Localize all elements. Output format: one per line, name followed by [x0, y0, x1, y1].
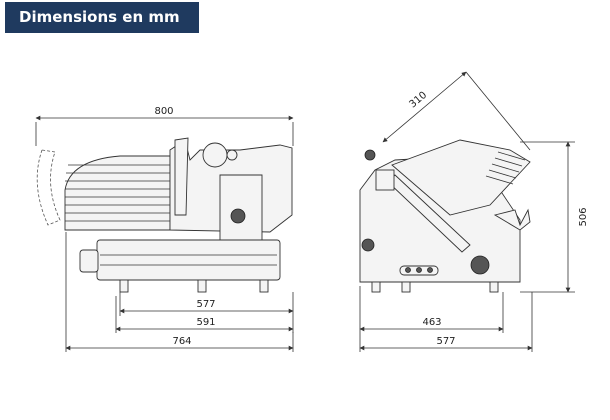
knob-top — [226, 149, 238, 161]
front-dimensions: 800 577 591 764 — [35, 106, 294, 352]
foot — [489, 281, 499, 293]
dim-591: 591 — [196, 317, 215, 328]
foot — [259, 279, 269, 293]
switch-button — [416, 267, 422, 273]
blade-cover — [202, 142, 228, 168]
side-knob — [375, 169, 395, 191]
dim-577-front: 577 — [196, 299, 215, 310]
page-title: Dimensions en mm — [5, 2, 199, 33]
side-body — [359, 139, 531, 293]
handle-ghost — [36, 149, 61, 226]
front-base — [79, 239, 281, 293]
foot — [119, 279, 129, 293]
dim-764: 764 — [172, 336, 191, 347]
foot — [197, 279, 207, 293]
foot — [401, 281, 411, 293]
dim-310: 310 — [408, 90, 430, 111]
gauge-plate — [174, 137, 189, 216]
sharpener — [493, 208, 531, 231]
front-motor — [64, 155, 171, 231]
switch-button — [405, 267, 411, 273]
top-knob — [364, 149, 376, 161]
thickness-knob — [230, 208, 246, 224]
side-view: 310 506 463 577 — [359, 71, 589, 352]
handle-left — [79, 249, 99, 273]
front-view: 800 577 591 764 — [35, 106, 294, 352]
thickness-dial — [470, 255, 490, 275]
foot — [371, 281, 381, 293]
dim-506: 506 — [578, 207, 589, 226]
dim-577-side: 577 — [436, 336, 455, 347]
dim-463: 463 — [422, 317, 441, 328]
dim-800: 800 — [154, 106, 173, 117]
side-handle — [361, 238, 375, 252]
switch-button — [427, 267, 433, 273]
